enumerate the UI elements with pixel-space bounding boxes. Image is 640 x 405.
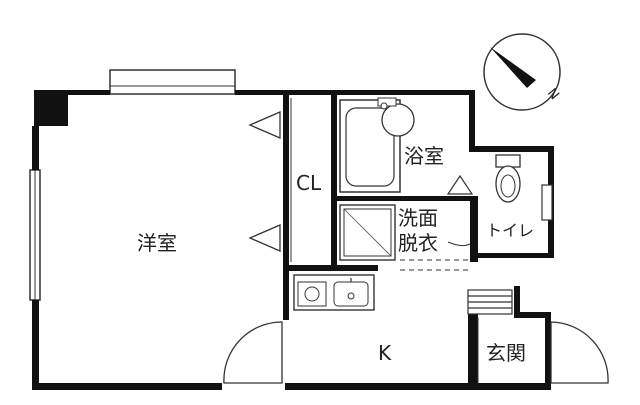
room-label-western: 洋室 (137, 231, 177, 255)
top-window (109, 69, 236, 95)
toilet-window (541, 184, 553, 221)
room-label-toilet: トイレ (486, 221, 534, 240)
room-label-entrance: 玄関 (486, 341, 526, 365)
room-label-closet: CL (296, 171, 322, 195)
compass: N (483, 33, 562, 111)
washing-machine-pan (339, 204, 396, 261)
room-label-kitchen: K (378, 341, 392, 365)
left-window (29, 169, 41, 301)
wash-leader-line (447, 241, 471, 247)
compass-needle (490, 47, 536, 88)
room-label-bathroom: 浴室 (404, 144, 444, 168)
toilet-fixture (495, 154, 521, 203)
room-label-washroom-2: 脱衣 (398, 231, 438, 255)
bathtub (339, 97, 415, 193)
western-room-door (223, 321, 283, 384)
kitchen-counter (293, 274, 375, 311)
entrance-door (550, 321, 609, 384)
room-label-washroom-1: 洗面 (398, 206, 438, 230)
closet-doors (248, 111, 281, 252)
wash-dashed-line (400, 259, 470, 271)
entrance-step (467, 289, 513, 315)
walls (32, 90, 554, 390)
bath-door-triangle (446, 174, 474, 195)
